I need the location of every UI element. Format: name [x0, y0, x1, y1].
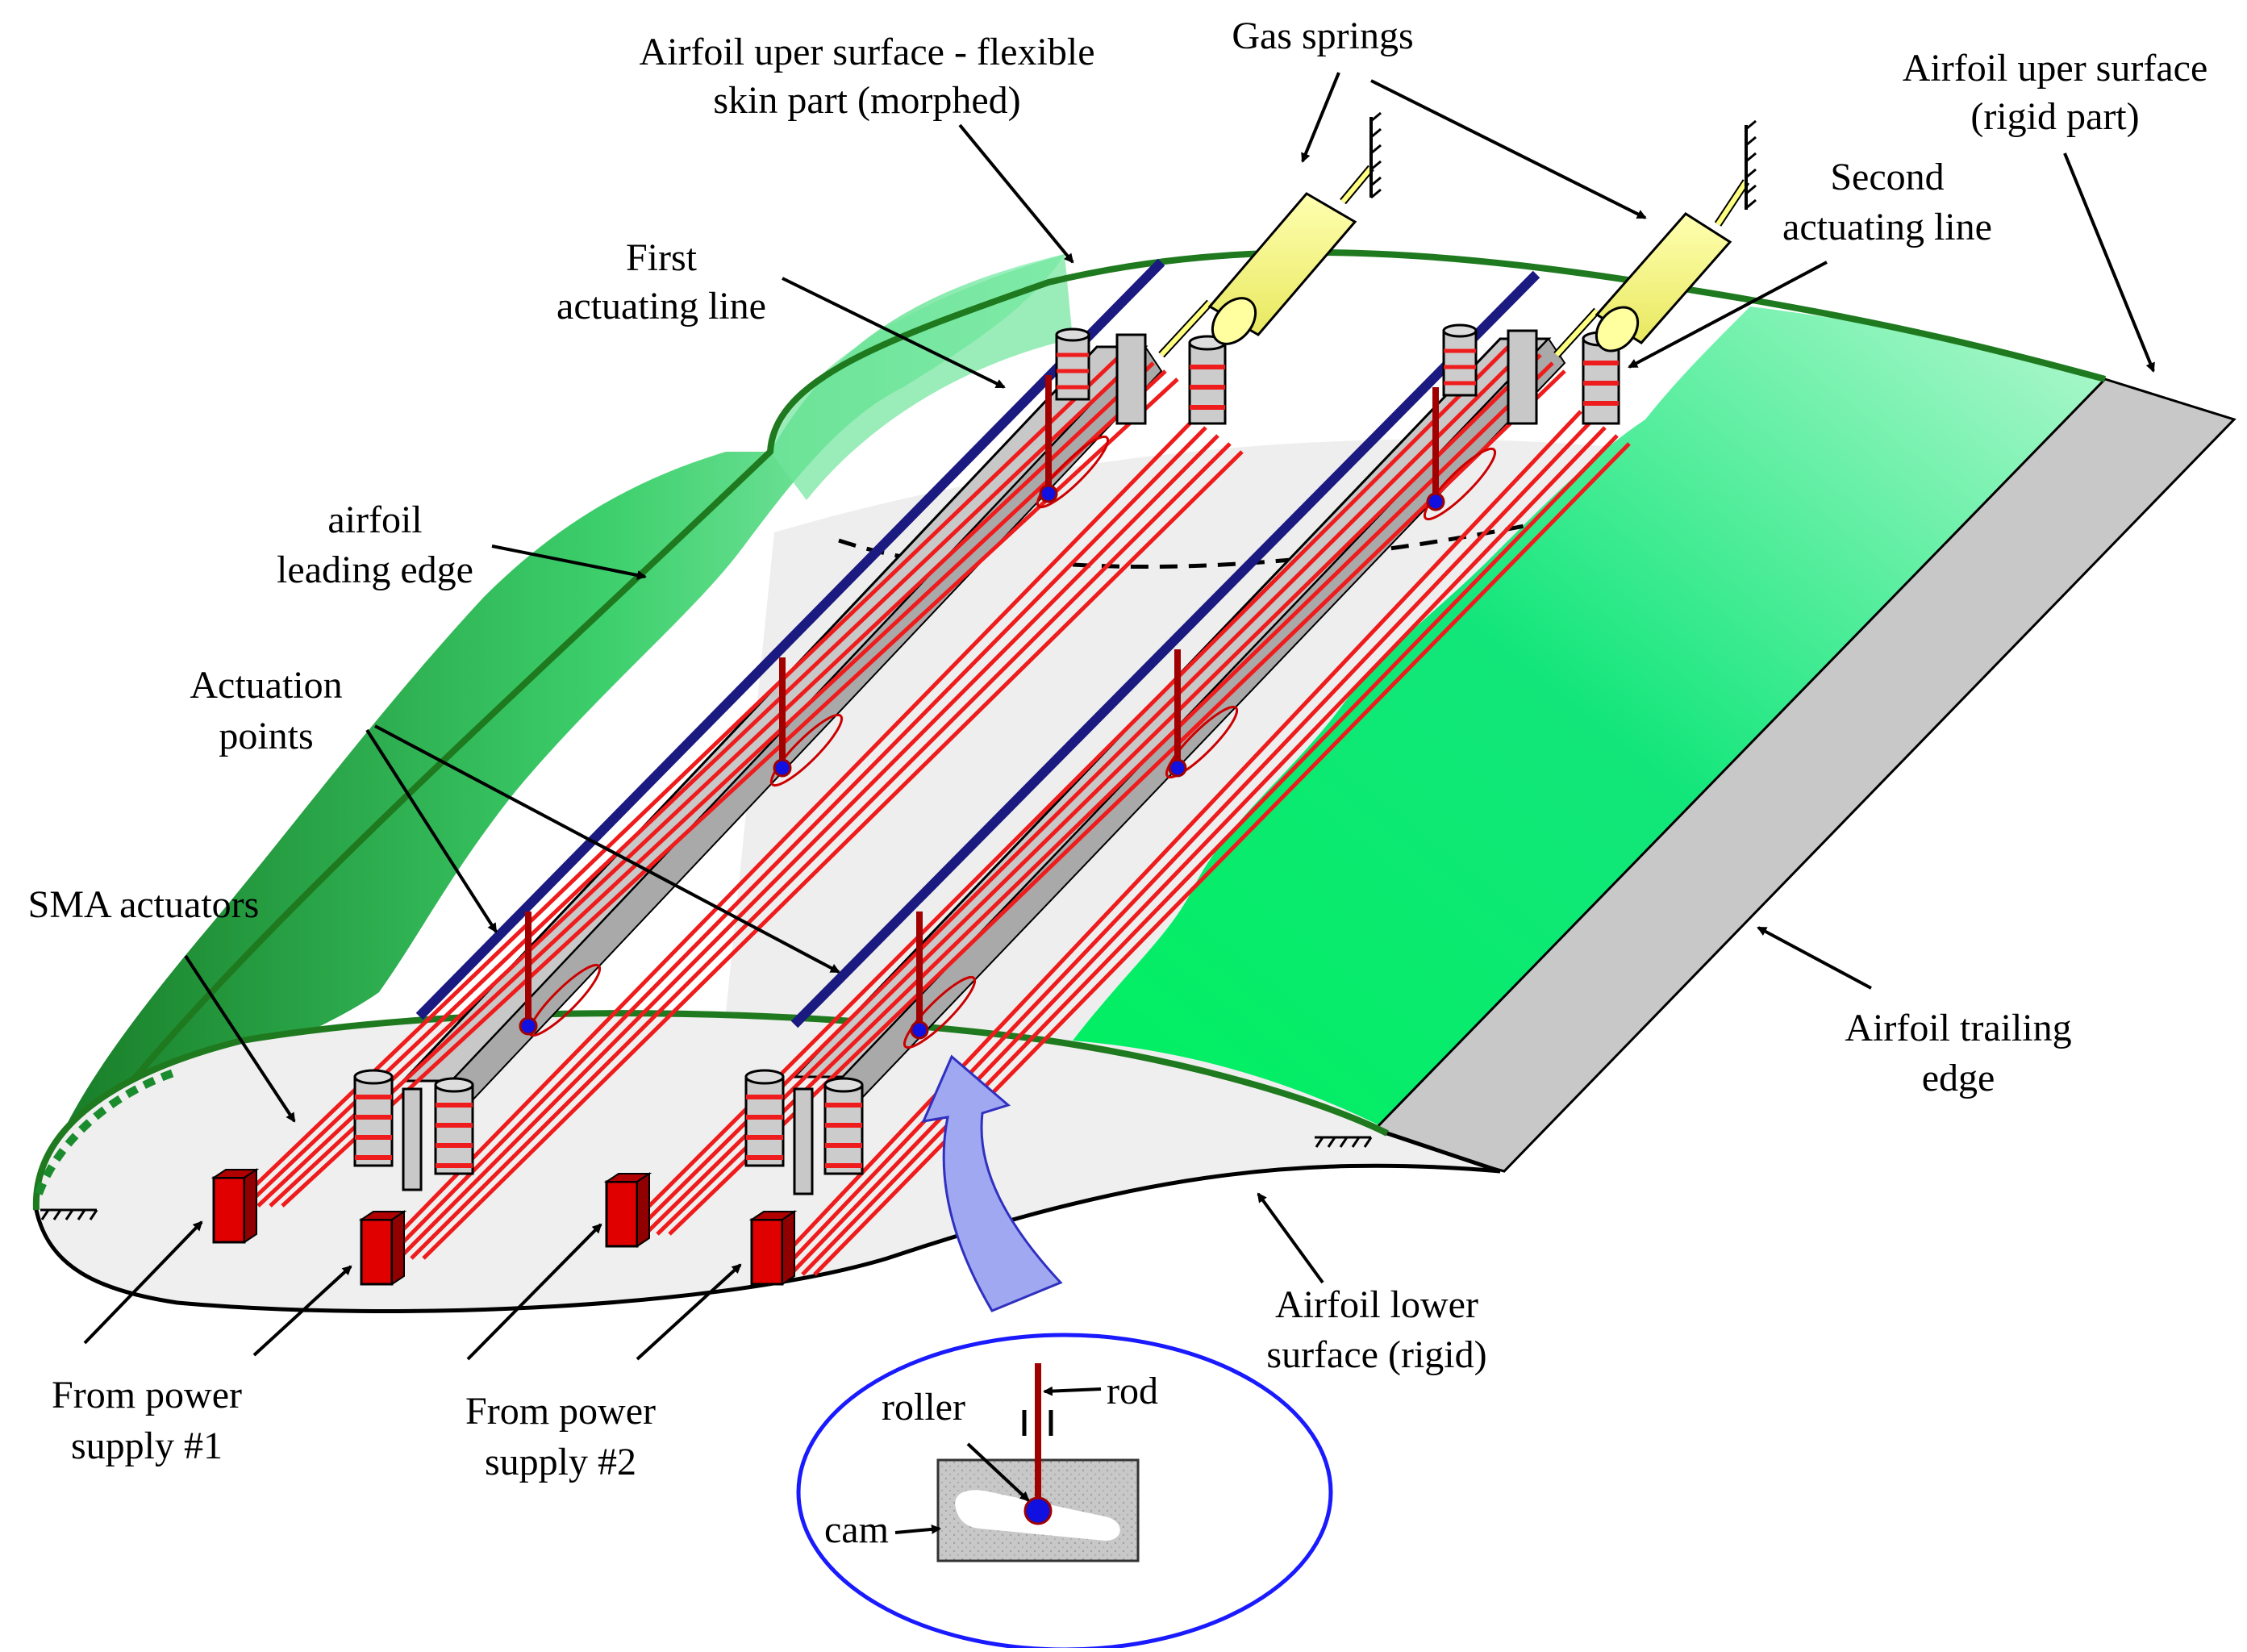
spring-stack-2b: [823, 1077, 864, 1175]
label-power2-2: supply #2: [485, 1441, 636, 1483]
ground-support-left: [40, 1208, 98, 1220]
label-power2-1: From power: [465, 1390, 656, 1433]
power-block-2b: [748, 1210, 798, 1286]
spring-stack-2c: [1442, 323, 1478, 397]
power-block-1b: [358, 1210, 407, 1286]
label-upper-rigid-1: Airfoil uper surface: [1903, 47, 2208, 90]
label-leading-edge-1: airfoil: [327, 499, 422, 541]
actuation-point-1a: [519, 912, 602, 1037]
label-second-line-2: actuating line: [1782, 206, 1992, 248]
label-leading-edge-2: leading edge: [277, 549, 473, 591]
label-upper-flex-2: skin part (morphed): [713, 79, 1020, 122]
label-first-line-1: First: [626, 236, 698, 279]
label-power1-1: From power: [52, 1374, 242, 1416]
power-block-1a: [211, 1168, 260, 1244]
label-actuation-2: points: [219, 715, 313, 757]
actuation-point-1c: [1036, 375, 1110, 509]
leading-edge-skin: [36, 254, 1065, 1210]
actuation-point-2b: [1165, 649, 1239, 779]
leading-edge-bulge: [770, 254, 1073, 500]
shaft-1: [415, 258, 1165, 1020]
spar-tip-1: [1115, 333, 1147, 425]
label-gas-springs: Gas springs: [1232, 15, 1413, 57]
power-block-2a: [603, 1172, 652, 1248]
actuation-point-2c: [1423, 387, 1497, 521]
spring-stack-2a: [744, 1069, 785, 1167]
actuation-point-2a: [903, 912, 977, 1049]
label-trailing-edge-2: edge: [1922, 1057, 1995, 1099]
cam-roller-inset: [796, 1333, 1333, 1652]
gas-spring-1: [1158, 111, 1382, 358]
label-upper-flex-1: Airfoil uper surface - flexible: [639, 31, 1094, 73]
label-actuation-1: Actuation: [190, 664, 342, 707]
label-lower-surface-1: Airfoil lower: [1275, 1283, 1478, 1326]
label-roller: roller: [882, 1386, 965, 1429]
front-section-dashed-edge: [35, 1069, 175, 1195]
ground-support-right: [1315, 1136, 1373, 1148]
first-actuating-line: [232, 258, 1244, 1260]
label-upper-rigid-2: (rigid part): [1970, 95, 2139, 138]
label-second-line-1: Second: [1830, 156, 1944, 198]
detail-arrow: [921, 1054, 1063, 1312]
upper-surface-outline: [33, 249, 2107, 1212]
trailing-flexible-skin: [1073, 307, 2105, 1129]
actuation-point-1b: [769, 657, 844, 787]
spring-stack-1c: [1055, 327, 1090, 401]
label-power1-2: supply #1: [71, 1425, 223, 1467]
spring-stack-1d: [1188, 335, 1227, 425]
shaft-2: [790, 270, 1540, 1028]
spar-post-2: [793, 1087, 814, 1195]
label-sma-actuators: SMA actuators: [28, 883, 260, 926]
sma-wires-1: [232, 345, 1244, 1260]
gas-spring-2: [1553, 119, 1757, 358]
label-first-line-2: actuating line: [557, 285, 766, 327]
spring-stack-1b: [434, 1077, 474, 1175]
label-trailing-edge-1: Airfoil trailing: [1845, 1007, 2071, 1049]
spring-stack-1a: [353, 1069, 394, 1167]
spar-post-1: [402, 1087, 423, 1191]
spar-tip-2: [1507, 329, 1538, 425]
callout-lines: [83, 72, 2155, 1534]
label-cam: cam: [824, 1508, 889, 1551]
rigid-trailing-panel: [1369, 378, 2237, 1173]
label-lower-surface-2: surface (rigid): [1266, 1333, 1486, 1376]
label-rod: rod: [1107, 1370, 1158, 1412]
